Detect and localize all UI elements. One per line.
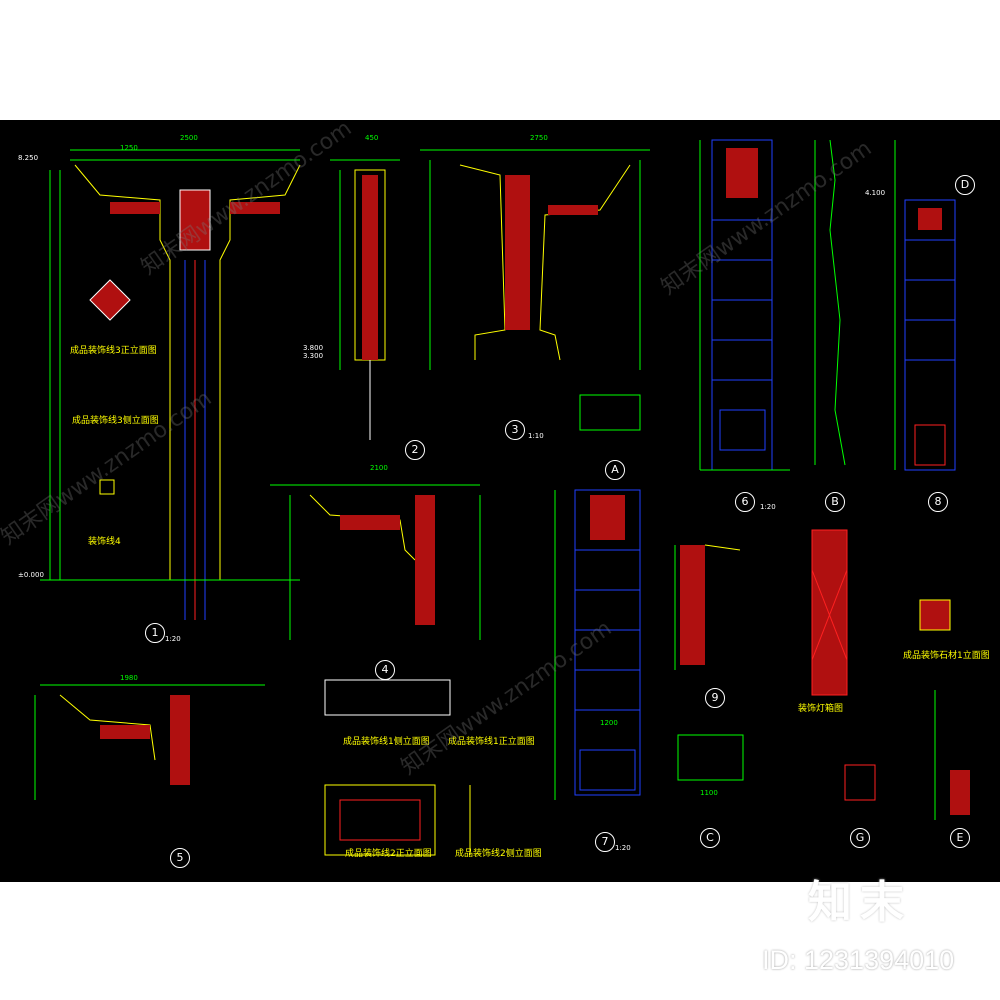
cad-linework xyxy=(34,139,970,856)
section-3-elevation xyxy=(420,149,650,431)
section-5-elevation xyxy=(34,684,265,800)
title-stone-1: 成品装饰石材1立面图 xyxy=(903,651,990,661)
elevation-mark: 3.800 xyxy=(303,344,324,352)
section-number-1: 1 xyxy=(145,623,165,643)
scale-label: 1:20 xyxy=(615,844,631,852)
section-6-elevation xyxy=(699,139,790,471)
dimension-label: 1100 xyxy=(700,789,718,797)
section-number-5: 5 xyxy=(170,848,190,868)
title-molding-3-front: 成品装饰线3正立面图 xyxy=(70,346,157,356)
dimension-label: 450 xyxy=(365,134,379,142)
scale-label: 1:20 xyxy=(165,635,181,643)
scale-label: 1:20 xyxy=(760,503,776,511)
cad-drawing-canvas: 1 2 3 4 5 6 7 8 9 A B C D E G 成品装饰线3正立面图… xyxy=(0,116,1000,882)
section-number-6: 6 xyxy=(735,492,755,512)
title-molding-1-side: 成品装饰线1侧立面图 xyxy=(343,737,430,747)
section-letter-g: G xyxy=(850,828,870,848)
znzmo-logo: 知末 xyxy=(808,877,912,928)
section-number-3: 3 xyxy=(505,420,525,440)
title-molding-2-side: 成品装饰线2侧立面图 xyxy=(455,849,542,859)
section-2-elevation xyxy=(330,159,400,440)
section-b-profile xyxy=(814,139,846,466)
section-1-elevation xyxy=(40,149,301,620)
image-id-label: ID: 1231394010 xyxy=(762,945,955,975)
dimension-label: 2750 xyxy=(530,134,548,142)
elevation-mark: 3.300 xyxy=(303,352,324,360)
section-letter-e: E xyxy=(950,828,970,848)
section-number-9: 9 xyxy=(705,688,725,708)
section-8-elevation xyxy=(894,140,956,471)
elevation-mark: 4.100 xyxy=(865,189,886,197)
section-letter-d: D xyxy=(955,175,975,195)
section-9-profile xyxy=(674,544,741,670)
dimension-label: 2100 xyxy=(370,464,388,472)
stone-elevation xyxy=(919,599,951,631)
scale-label: 1:10 xyxy=(528,432,544,440)
sections-c-g-e xyxy=(677,690,970,820)
section-number-4: 4 xyxy=(375,660,395,680)
section-letter-b: B xyxy=(825,492,845,512)
title-molding-1-front: 成品装饰线1正立面图 xyxy=(448,737,535,747)
section-number-8: 8 xyxy=(928,492,948,512)
section-7-elevation xyxy=(554,489,641,800)
title-molding-2-front: 成品装饰线2正立面图 xyxy=(345,849,432,859)
dimension-label: 1980 xyxy=(120,674,138,682)
dimension-label: 1250 xyxy=(120,144,138,152)
section-number-7: 7 xyxy=(595,832,615,852)
dimension-label: 2500 xyxy=(180,134,198,142)
molding-2-elevations xyxy=(324,679,471,856)
title-molding-3-side: 成品装饰线3侧立面图 xyxy=(72,416,159,426)
elevation-mark: 8.250 xyxy=(18,154,39,162)
elevation-mark: ±0.000 xyxy=(18,571,44,579)
dimension-label: 1200 xyxy=(600,719,618,727)
lamp-box-elevation xyxy=(811,529,848,696)
title-molding-4: 装饰线4 xyxy=(88,537,121,547)
section-letter-a: A xyxy=(605,460,625,480)
section-4-elevation xyxy=(270,484,481,640)
title-lamp-box: 装饰灯箱图 xyxy=(798,704,844,714)
section-number-2: 2 xyxy=(405,440,425,460)
section-letter-c: C xyxy=(700,828,720,848)
